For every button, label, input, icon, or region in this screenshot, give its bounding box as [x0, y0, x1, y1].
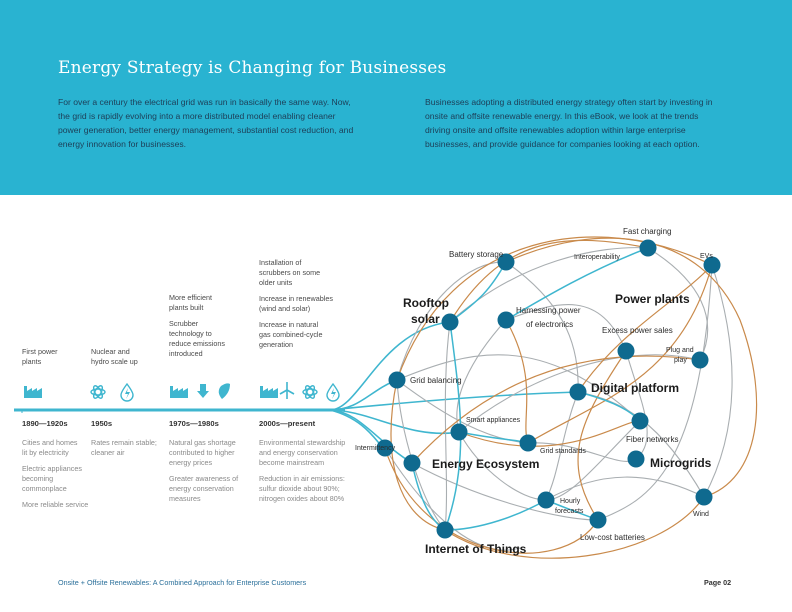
era-3-label: 1970s—1980s	[169, 419, 219, 428]
leaf-icon	[218, 383, 230, 399]
node-rooftop-solar	[441, 313, 459, 331]
label-hourly-1: Hourly	[560, 498, 581, 505]
node-microgrids	[627, 450, 645, 468]
era-1-below-text: Cities and homes lit by electricity Elec…	[22, 438, 89, 509]
label-wind: Wind	[693, 511, 709, 518]
network-edges-teal	[411, 247, 649, 531]
factory-icon	[24, 386, 42, 398]
label-interoperability: Interoperability	[574, 254, 620, 261]
water-drop-bolt-icon	[120, 382, 134, 402]
node-smart-appliances	[450, 423, 468, 441]
era-2-label: 1950s	[91, 419, 113, 428]
label-rooftop-solar-1: Rooftop	[403, 296, 449, 310]
node-grid-standards	[519, 434, 537, 452]
node-energy-ecosystem	[403, 454, 421, 472]
node-grid-balancing	[388, 371, 406, 389]
node-intermittency	[376, 439, 394, 457]
label-hourly-2: forecasts	[555, 508, 584, 515]
network-edges-orange	[384, 236, 758, 559]
era-2-above-text: Nuclear and hydro scale up	[91, 347, 138, 366]
label-low-cost-batteries: Low-cost batteries	[580, 533, 645, 542]
page-title: Energy Strategy is Changing for Business…	[58, 58, 447, 78]
node-battery-storage	[497, 253, 515, 271]
node-evs	[703, 256, 721, 274]
node-plug-and-play	[691, 351, 709, 369]
node-fast-charging	[639, 239, 657, 257]
node-digital-platform	[569, 383, 587, 401]
label-energy-ecosystem: Energy Ecosystem	[432, 457, 539, 471]
node-low-cost-batteries	[589, 511, 607, 529]
node-hourly-forecasts	[537, 491, 555, 509]
label-harnessing-2: of electronics	[526, 320, 573, 329]
node-excess-power	[617, 342, 635, 360]
factory-icon-3	[260, 386, 278, 398]
footer-title: Onsite + Offsite Renewables: A Combined …	[58, 578, 307, 587]
download-flame-icon	[197, 384, 209, 398]
node-wind	[695, 488, 713, 506]
era-2-below-text: Rates remain stable; cleaner air	[91, 438, 157, 457]
era-1-label: 1890—1920s	[22, 419, 68, 428]
node-internet-of-things	[436, 521, 454, 539]
label-fast-charging: Fast charging	[623, 227, 671, 236]
label-excess-power: Excess power sales	[602, 326, 673, 335]
era-4-above-text: Installation of scrubbers on some older …	[259, 258, 333, 349]
label-battery-storage: Battery storage	[449, 250, 504, 259]
network-labels: Fast charging Battery storage Interopera…	[355, 227, 713, 556]
network-nodes	[376, 239, 721, 539]
page-number: Page 02	[704, 578, 732, 587]
node-harnessing-power	[497, 311, 515, 329]
atom-icon	[90, 385, 106, 399]
timeline-fan-lines	[329, 321, 579, 464]
label-harnessing-1: Harnessing power	[516, 306, 581, 315]
label-plug-play-2: play	[674, 357, 687, 364]
label-smart-appliances: Smart appliances	[466, 417, 521, 424]
era-1-above-text: First power plants	[22, 347, 58, 366]
label-evs: EVs	[700, 253, 713, 260]
label-grid-balancing: Grid balancing	[410, 376, 462, 385]
intro-left-paragraph: For over a century the electrical grid w…	[58, 97, 354, 149]
water-drop-bolt-icon-2	[326, 382, 340, 402]
label-fiber-networks: Fiber networks	[626, 435, 678, 444]
label-power-plants: Power plants	[615, 292, 690, 306]
wind-turbine-icon	[279, 382, 295, 399]
header-banner	[0, 0, 792, 195]
era-4-label: 2000s—present	[259, 419, 316, 428]
era-3-above-text: More efficient plants built Scrubber tec…	[169, 293, 225, 358]
label-intermittency: Intermittency	[355, 445, 396, 452]
atom-icon-2	[302, 385, 318, 399]
label-digital-platform: Digital platform	[591, 381, 679, 395]
era-3-below-text: Natural gas shortage contributed to high…	[169, 438, 239, 503]
intro-right-paragraph: Businesses adopting a distributed energy…	[425, 97, 713, 149]
label-internet-of-things: Internet of Things	[425, 542, 527, 556]
factory-icon-2	[170, 386, 188, 398]
label-rooftop-solar-2: solar	[411, 312, 440, 326]
era-4-below-text: Environmental stewardship and energy con…	[259, 438, 346, 503]
label-microgrids: Microgrids	[650, 456, 712, 470]
label-grid-standards: Grid standards	[540, 448, 586, 455]
label-plug-play-1: Plug and	[666, 347, 694, 354]
node-fiber-networks	[631, 412, 649, 430]
